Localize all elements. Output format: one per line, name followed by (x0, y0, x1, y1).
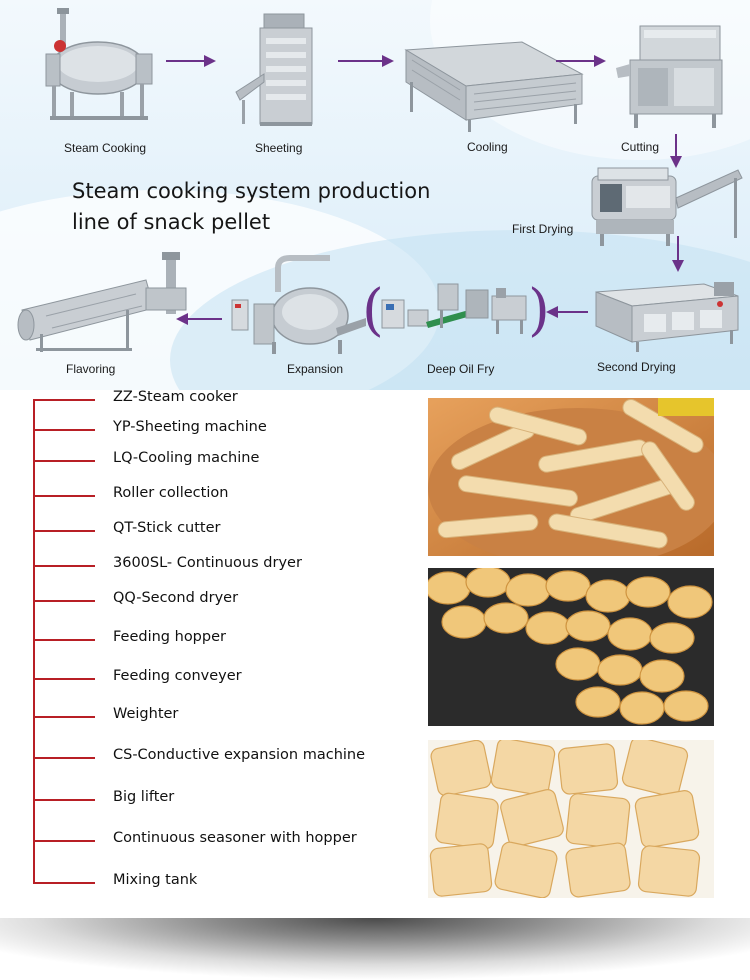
equipment-name: Feeding conveyer (113, 668, 242, 684)
tree-connector (33, 495, 95, 497)
step-label-flavoring: Flavoring (66, 362, 116, 376)
deep-fryer-machine (380, 278, 530, 342)
group-bracket-left: ( (362, 278, 384, 343)
process-flow-diagram: Steam Cooking Sheeting (0, 0, 750, 390)
arrow-left-icon (546, 306, 588, 318)
group-bracket-right: ) (528, 278, 550, 343)
tree-connector (33, 565, 95, 567)
tree-connector (33, 530, 95, 532)
equipment-name: Weighter (113, 706, 179, 722)
equipment-name: 3600SL- Continuous dryer (113, 555, 302, 571)
equipment-name: CS-Conductive expansion machine (113, 747, 366, 763)
equipment-name: Big lifter (113, 789, 175, 805)
tree-connector (33, 639, 95, 641)
tree-connector (33, 840, 95, 842)
equipment-name: QQ-Second dryer (113, 590, 239, 606)
equipment-name: LQ-Cooling machine (113, 450, 260, 466)
tree-connector (33, 399, 95, 401)
step-label-expansion: Expansion (287, 362, 344, 376)
equipment-name: Continuous seasoner with hopper (113, 830, 357, 846)
step-label-cutting: Cutting (621, 140, 660, 154)
tree-connector (33, 716, 95, 718)
title-line-2: line of snack pellet (72, 210, 271, 234)
cutting-machine (616, 20, 726, 132)
arrow-down-icon (672, 236, 684, 272)
title-line-1: Steam cooking system production (72, 179, 431, 203)
first-dryer-machine (586, 158, 744, 248)
sheeting-machine (234, 12, 330, 130)
step-label-deep-oil-fry: Deep Oil Fry (427, 362, 495, 376)
arrow-down-icon (670, 134, 682, 168)
equipment-name: YP-Sheeting machine (113, 419, 267, 435)
tree-connector (33, 460, 95, 462)
arrow-right-icon (338, 55, 394, 67)
equipment-name: QT-Stick cutter (113, 520, 221, 536)
equipment-name: Roller collection (113, 485, 229, 501)
page-title: Steam cooking system production line of … (72, 176, 472, 238)
step-label-steam-cooking: Steam Cooking (64, 141, 147, 155)
step-label-first-drying: First Drying (512, 222, 574, 236)
equipment-name: Feeding hopper (113, 629, 226, 645)
arrow-left-icon (176, 313, 222, 325)
tree-connector (33, 757, 95, 759)
equipment-name: Mixing tank (113, 872, 198, 888)
ridged-stick-snacks-photo (428, 398, 714, 556)
step-label-sheeting: Sheeting (255, 141, 303, 155)
tree-connector (33, 429, 95, 431)
tree-connector (33, 678, 95, 680)
square-chip-snacks-photo (428, 740, 714, 898)
step-label-second-drying: Second Drying (597, 360, 676, 374)
step-label-cooling: Cooling (467, 140, 508, 154)
flavoring-machine (16, 250, 196, 354)
arrow-right-icon (556, 55, 606, 67)
round-chip-snacks-photo (428, 568, 714, 726)
expansion-machine (226, 252, 368, 356)
cooling-machine (402, 38, 588, 134)
tree-line (33, 399, 35, 883)
equipment-name: ZZ-Steam cooker (113, 389, 238, 405)
tree-connector (33, 799, 95, 801)
tree-connector (33, 882, 95, 884)
page-bottom-shadow (0, 918, 750, 980)
second-dryer-machine (592, 276, 748, 354)
tree-connector (33, 600, 95, 602)
steam-cooker-machine (40, 6, 160, 124)
arrow-right-icon (166, 55, 216, 67)
